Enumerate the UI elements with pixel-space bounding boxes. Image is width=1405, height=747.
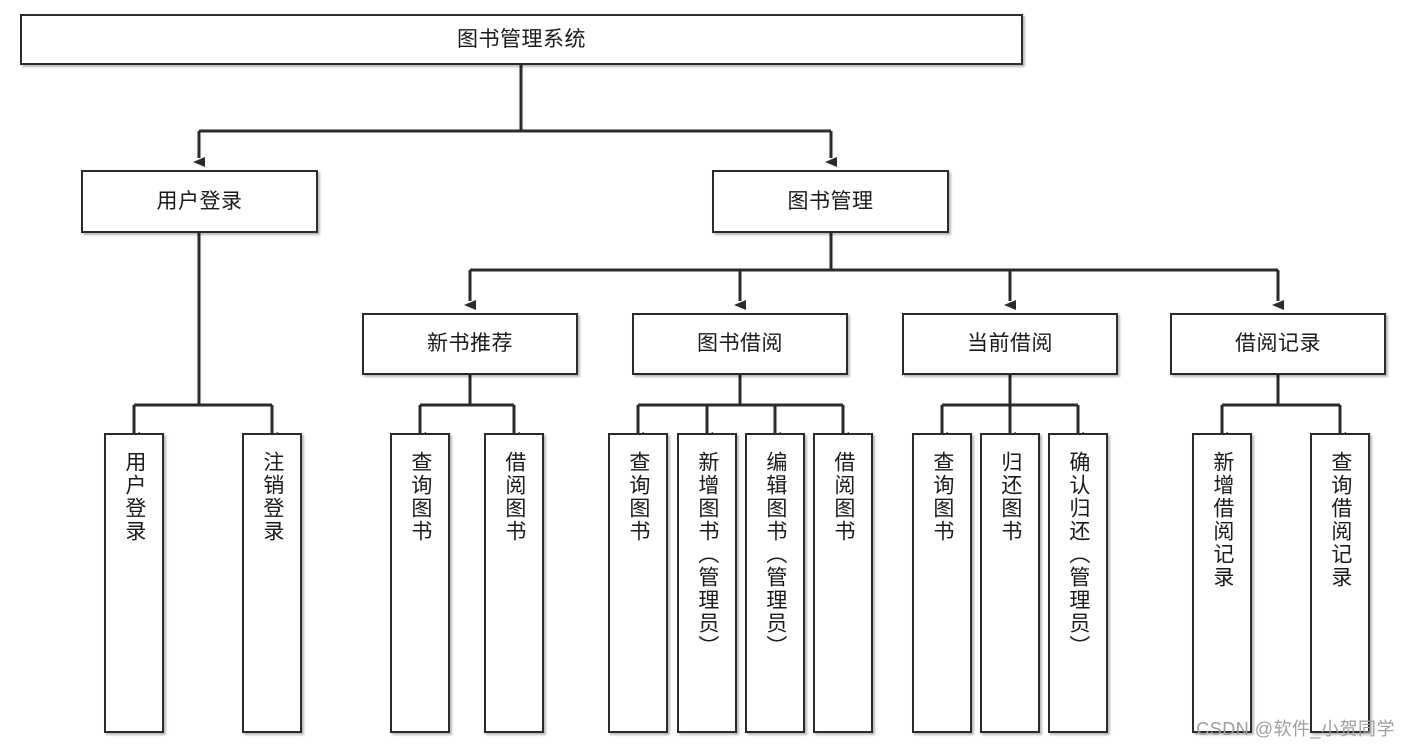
node-leaf-confirm-return-label: 确认归还（管理员） <box>1066 451 1090 658</box>
node-book-borrow-label: 图书借阅 <box>697 332 783 356</box>
node-leaf-query-book-3[interactable]: 查询图书 <box>912 433 972 733</box>
node-borrow-record-label: 借阅记录 <box>1235 332 1321 356</box>
node-root-label: 图书管理系统 <box>457 27 586 51</box>
node-leaf-query-book-1-label: 查询图书 <box>408 451 432 543</box>
node-current-borrow-label: 当前借阅 <box>967 332 1053 356</box>
node-leaf-logout[interactable]: 注销登录 <box>242 433 302 733</box>
node-leaf-user-login[interactable]: 用户登录 <box>104 433 164 733</box>
node-book-management[interactable]: 图书管理 <box>712 170 949 233</box>
node-leaf-borrow-book-2[interactable]: 借阅图书 <box>813 433 873 733</box>
node-book-management-label: 图书管理 <box>787 189 874 213</box>
node-leaf-confirm-return[interactable]: 确认归还（管理员） <box>1048 433 1108 733</box>
node-leaf-return-book-label: 归还图书 <box>998 451 1022 543</box>
node-leaf-borrow-book-2-label: 借阅图书 <box>831 451 855 543</box>
node-borrow-record[interactable]: 借阅记录 <box>1170 313 1386 375</box>
node-book-borrow[interactable]: 图书借阅 <box>632 313 848 375</box>
node-leaf-add-book-label: 新增图书（管理员） <box>695 451 719 658</box>
node-new-book-recommend-label: 新书推荐 <box>427 332 513 356</box>
node-leaf-add-record[interactable]: 新增借阅记录 <box>1192 433 1252 733</box>
node-root[interactable]: 图书管理系统 <box>20 14 1023 65</box>
node-leaf-borrow-book-1[interactable]: 借阅图书 <box>484 433 544 733</box>
node-leaf-user-login-label: 用户登录 <box>122 451 146 543</box>
node-leaf-query-book-3-label: 查询图书 <box>930 451 954 543</box>
node-leaf-logout-label: 注销登录 <box>260 451 284 543</box>
node-leaf-query-record[interactable]: 查询借阅记录 <box>1310 433 1370 733</box>
node-leaf-query-book-2-label: 查询图书 <box>626 451 650 543</box>
node-leaf-add-book[interactable]: 新增图书（管理员） <box>677 433 737 733</box>
node-leaf-query-record-label: 查询借阅记录 <box>1328 451 1352 589</box>
node-leaf-query-book-1[interactable]: 查询图书 <box>390 433 450 733</box>
node-leaf-query-book-2[interactable]: 查询图书 <box>608 433 668 733</box>
node-current-borrow[interactable]: 当前借阅 <box>902 313 1118 375</box>
node-new-book-recommend[interactable]: 新书推荐 <box>362 313 578 375</box>
node-leaf-return-book[interactable]: 归还图书 <box>980 433 1040 733</box>
node-user-login-label: 用户登录 <box>156 189 243 213</box>
node-user-login[interactable]: 用户登录 <box>81 170 318 233</box>
node-leaf-add-record-label: 新增借阅记录 <box>1210 451 1234 589</box>
node-leaf-edit-book[interactable]: 编辑图书（管理员） <box>745 433 805 733</box>
node-leaf-borrow-book-1-label: 借阅图书 <box>502 451 526 543</box>
watermark-text: CSDN @软件_小贺同学 <box>1196 719 1395 739</box>
node-leaf-edit-book-label: 编辑图书（管理员） <box>763 451 787 658</box>
